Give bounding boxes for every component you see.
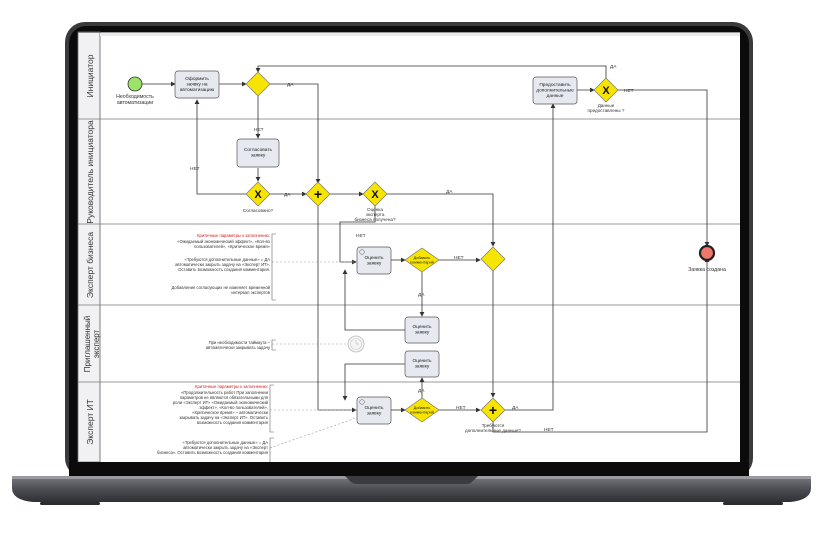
svg-text:НЕТ: НЕТ — [356, 233, 366, 239]
svg-text:ДА: ДА — [610, 64, 617, 70]
svg-text:НЕТ: НЕТ — [454, 255, 464, 261]
svg-text:Критичные параметры к заполнен: Критичные параметры к заполнению: — [197, 233, 270, 238]
end-event-label: Заявка создана — [688, 267, 726, 273]
lane-label-business: Эксперт бизнеса — [85, 232, 95, 298]
association-lines — [269, 261, 357, 449]
gateway-parallel-it: + — [480, 397, 506, 423]
lane-label-initiator: Инициатор — [85, 54, 95, 97]
svg-text:«Продолжительность работ При з: «Продолжительность работ При заполнениип… — [173, 390, 269, 425]
svg-text:ДА: ДА — [512, 405, 519, 411]
lane-label-manager: Руководитель инициатора — [85, 120, 95, 224]
svg-text:Критичные параметры к заполнен: Критичные параметры к заполнению: — [195, 384, 268, 389]
svg-text:НЕТ: НЕТ — [544, 427, 554, 433]
svg-text:Добавление согласующих не изме: Добавление согласующих не изменяет време… — [172, 285, 271, 295]
svg-text:НЕТ: НЕТ — [624, 88, 634, 94]
svg-text:+: + — [314, 186, 322, 202]
svg-text:«Ожидаемый экономический эффек: «Ожидаемый экономический эффект», «Кол-в… — [177, 239, 271, 249]
svg-text:ДА: ДА — [418, 292, 425, 298]
svg-text:НЕТ: НЕТ — [456, 405, 466, 411]
svg-text:X: X — [602, 85, 610, 97]
svg-text:НЕТ: НЕТ — [254, 127, 264, 133]
svg-text:ДА: ДА — [284, 192, 291, 198]
gateway-top — [245, 71, 271, 97]
svg-text:ДА: ДА — [287, 82, 294, 88]
annotation-invited: При необходимости таймаута –автоматическ… — [206, 340, 271, 350]
annotation-it: Критичные параметры к заполнению: «Продо… — [157, 384, 269, 455]
end-event — [698, 244, 716, 262]
lane-label-it: Эксперт ИТ — [85, 399, 95, 445]
svg-text:ДА: ДА — [446, 189, 453, 195]
flow-labels: ДА НЕТ НЕТ ДА ДА НЕТ НЕТ ДА ДА НЕТ ДА НЕ… — [190, 64, 634, 433]
svg-text:«Требуются дополнительные данн: «Требуются дополнительные данные» = ДАав… — [175, 257, 270, 272]
laptop-base — [12, 476, 811, 505]
svg-text:НЕТ: НЕТ — [190, 166, 200, 172]
start-event — [127, 76, 143, 92]
gateway-approved: X — [245, 181, 271, 207]
timer-event — [347, 335, 365, 353]
gateway-parallel-split: + — [305, 181, 331, 207]
gateway-data-provided: X — [593, 77, 619, 103]
screen — [78, 32, 740, 462]
svg-text:X: X — [371, 189, 379, 201]
gateway-approved-label: Согласовано? — [243, 208, 274, 213]
svg-text:«Требуются дополнительные данн: «Требуются дополнительные данные» = ДАав… — [157, 440, 268, 455]
svg-text:ДА: ДА — [418, 388, 425, 394]
annotation-business: Критичные параметры к заполнению: «Ожида… — [172, 233, 271, 295]
annotation-brackets — [269, 233, 276, 462]
svg-text:При необходимости таймаута –ав: При необходимости таймаута –автоматическ… — [206, 340, 271, 350]
svg-text:+: + — [489, 402, 497, 418]
gateway-merge-right — [480, 246, 506, 272]
svg-text:X: X — [254, 189, 262, 201]
gateway-need-expert: X — [362, 181, 388, 207]
lane-label-invited: Приглашенныйэксперт — [83, 316, 101, 372]
